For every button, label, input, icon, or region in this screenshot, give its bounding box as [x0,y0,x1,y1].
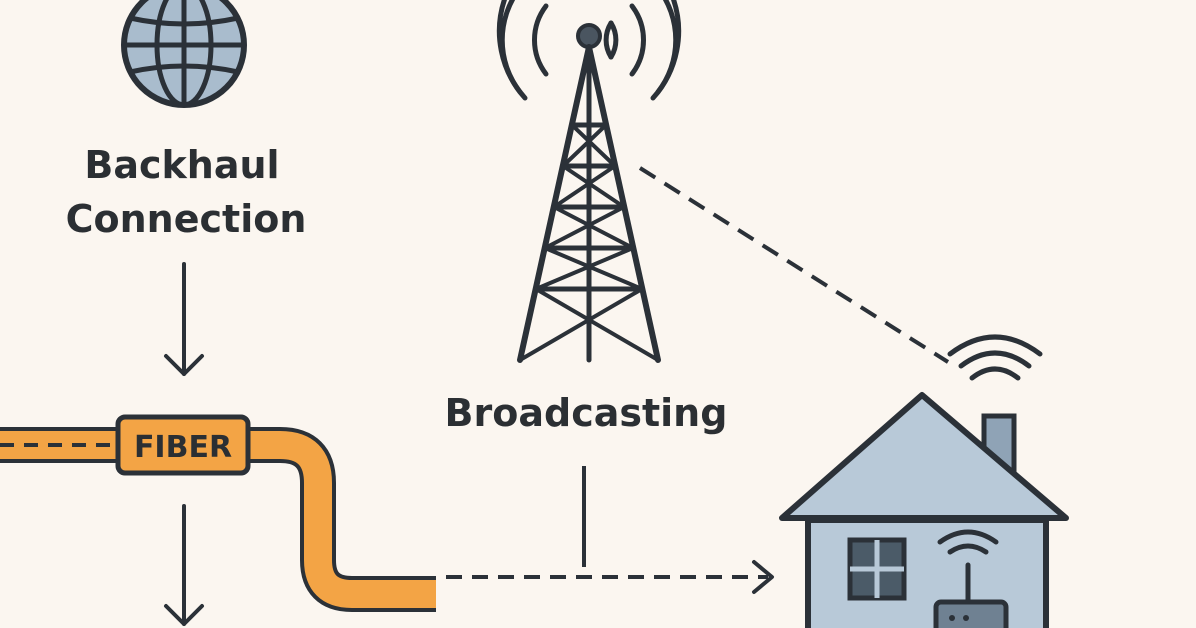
fiber-label: FIBER [134,430,232,465]
broadcasting-label: Broadcasting [445,391,728,435]
globe-icon [121,0,247,108]
backhaul-label-line1: Backhaul [84,143,279,187]
house-icon [779,334,1069,628]
fiber-to-house-arrow [446,560,774,594]
fiber-cable [0,427,436,612]
arrow-down-icon [164,262,204,376]
fiber-label-box: FIBER [115,414,251,476]
tower-to-house-link [638,166,950,364]
wifi-router-icon [933,529,1009,628]
radio-tower-icon [496,0,682,363]
backhaul-label-line2: Connection [66,197,307,241]
wifi-signal-icon [947,334,1043,381]
arrow-down-lower-icon [164,504,204,626]
